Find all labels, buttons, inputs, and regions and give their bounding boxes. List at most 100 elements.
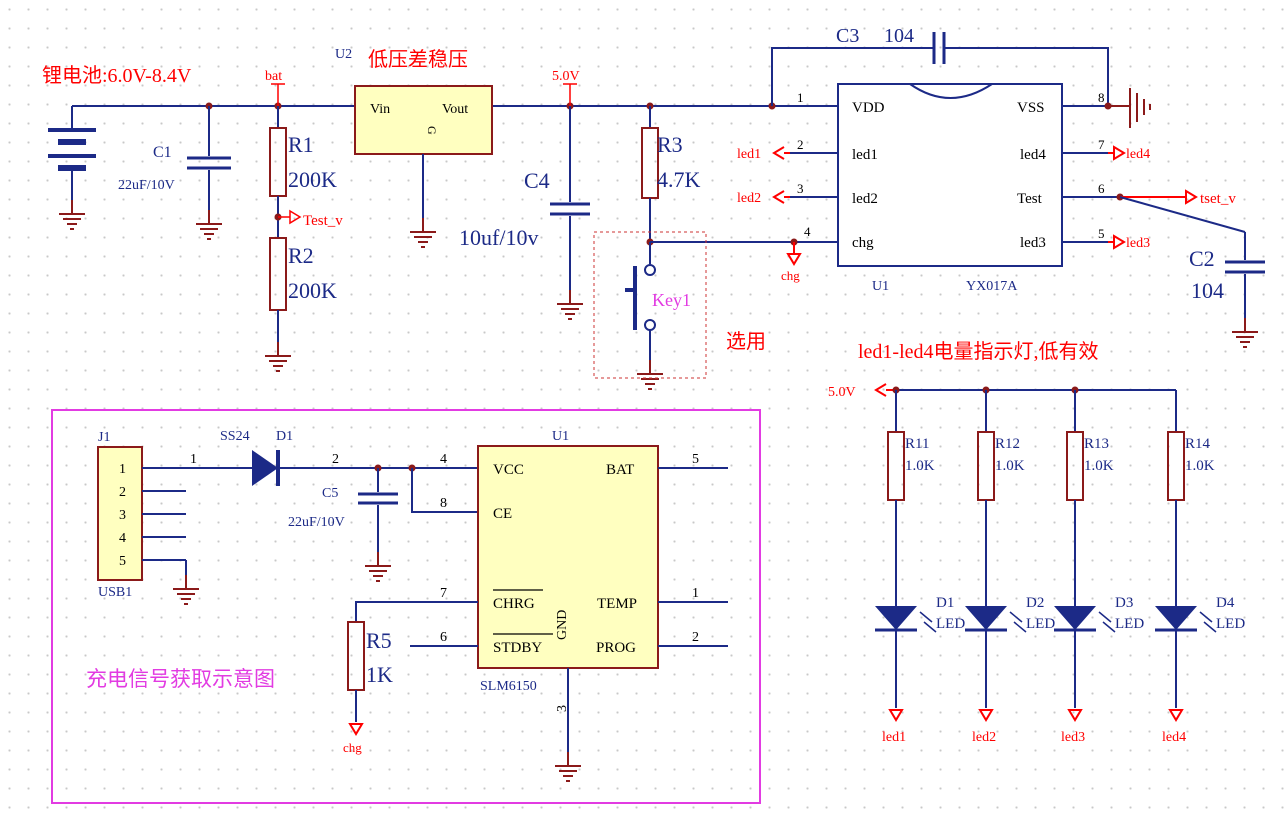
wire-2-label: 2 bbox=[332, 452, 339, 467]
pin-vss: VSS bbox=[1017, 100, 1045, 116]
pin-led1: led1 bbox=[852, 147, 878, 163]
chrg-pin-num: 7 bbox=[440, 586, 447, 601]
led-indicator-section: led1-led4电量指示灯,低有效 5.0V R11 1.0K D1 LED … bbox=[828, 340, 1245, 745]
charger-d1-ref: D1 bbox=[276, 429, 293, 444]
stdby-pin-num: 6 bbox=[440, 630, 447, 645]
ce-pin: CE bbox=[493, 506, 512, 522]
r3-value: 4.7K bbox=[657, 167, 701, 192]
net-led1-left: led1 bbox=[737, 147, 761, 162]
vcc-pin-num: 4 bbox=[440, 452, 447, 467]
r13-value: 1.0K bbox=[1084, 458, 1114, 474]
bat-net-label: bat bbox=[265, 69, 282, 84]
r14-value: 1.0K bbox=[1185, 458, 1215, 474]
pin-led4: led4 bbox=[1020, 147, 1046, 163]
j1-ref: J1 bbox=[98, 430, 110, 445]
r2-ref: R2 bbox=[288, 243, 314, 268]
bat-pin-num: 5 bbox=[692, 452, 699, 467]
led-branch-4: R14 1.0K D4 LED led4 bbox=[1155, 390, 1245, 745]
wire-1-label: 1 bbox=[190, 452, 197, 467]
r11-value: 1.0K bbox=[905, 458, 935, 474]
voltage-divider: bat Test_v R1 200K R2 200K bbox=[264, 69, 343, 372]
net-chg-bottom: chg bbox=[343, 740, 362, 755]
slm-ref: U1 bbox=[552, 429, 569, 444]
r11-ref: R11 bbox=[905, 436, 929, 452]
prog-pin: PROG bbox=[596, 640, 636, 656]
r5-value: 1K bbox=[366, 662, 393, 687]
net-chg-top: chg bbox=[781, 268, 800, 283]
j1-pin-5: 5 bbox=[119, 554, 126, 569]
pin-chg: chg bbox=[852, 235, 874, 251]
r1-value: 200K bbox=[288, 167, 337, 192]
chrg-pin: CHRG bbox=[493, 596, 535, 612]
pin-2-num: 2 bbox=[797, 137, 804, 152]
led-branch-3: R13 1.0K D3 LED led3 bbox=[1054, 390, 1144, 745]
pin-3-num: 3 bbox=[797, 181, 804, 196]
resistor-r5: chg R5 1K bbox=[343, 601, 404, 755]
u2-ref: U2 bbox=[335, 47, 352, 62]
pin-7-num: 7 bbox=[1098, 137, 1105, 152]
usb-connector-j1: J1 USB1 1 2 3 4 5 1 bbox=[97, 430, 240, 605]
pin-6-num: 6 bbox=[1098, 181, 1105, 196]
battery-label: 锂电池:6.0V-8.4V bbox=[42, 64, 192, 87]
net-led3-right: led3 bbox=[1126, 236, 1150, 251]
u2-vin: Vin bbox=[370, 102, 390, 117]
charger-caption: 充电信号获取示意图 bbox=[86, 667, 275, 691]
d1-net: led1 bbox=[882, 730, 906, 745]
pin-vdd: VDD bbox=[852, 100, 885, 116]
led-branch-1: R11 1.0K D1 LED led1 bbox=[875, 390, 965, 745]
u2-title: 低压差稳压 bbox=[368, 48, 468, 71]
c5-ref: C5 bbox=[322, 486, 338, 501]
r14-ref: R14 bbox=[1185, 436, 1211, 452]
ic-yx017a: U1 YX017A 1 VDD 2 led1 3 led2 4 chg led1… bbox=[737, 83, 1265, 348]
ic-slm6150: U1 SLM6150 4 VCC 8 CE 7 CHRG 6 STDBY GND… bbox=[404, 429, 728, 782]
capacitor-c2: C2 104 bbox=[1119, 196, 1265, 348]
r3-ref: R3 bbox=[657, 132, 683, 157]
c2-ref: C2 bbox=[1189, 246, 1215, 271]
c1-ref: C1 bbox=[153, 144, 172, 161]
d4-type: LED bbox=[1216, 616, 1245, 632]
u2-vout: Vout bbox=[442, 102, 468, 117]
r13-ref: R13 bbox=[1084, 436, 1109, 452]
c3-value: 104 bbox=[884, 25, 914, 47]
r2-value: 200K bbox=[288, 278, 337, 303]
u1-ref: U1 bbox=[872, 279, 889, 294]
test-v-net: Test_v bbox=[303, 213, 343, 229]
d3-net: led3 bbox=[1061, 730, 1085, 745]
c2-value: 104 bbox=[1191, 278, 1224, 303]
c4-value: 10uf/10v bbox=[459, 225, 538, 250]
r5-ref: R5 bbox=[366, 628, 392, 653]
j1-pin-4: 4 bbox=[119, 531, 126, 546]
led-supply-label: 5.0V bbox=[828, 385, 856, 400]
r12-ref: R12 bbox=[995, 436, 1020, 452]
bat-pin: BAT bbox=[606, 462, 634, 478]
net-led2-left: led2 bbox=[737, 191, 761, 206]
d1-ref: D1 bbox=[936, 595, 954, 611]
slm-part: SLM6150 bbox=[480, 679, 537, 694]
j1-pin-1: 1 bbox=[119, 462, 126, 477]
diode-d1: SS24 D1 2 bbox=[220, 429, 478, 486]
charger-section: J1 USB1 1 2 3 4 5 1 SS24 D1 2 bbox=[51, 409, 761, 804]
d4-ref: D4 bbox=[1216, 595, 1235, 611]
u1-part: YX017A bbox=[966, 279, 1018, 294]
d1-part: SS24 bbox=[220, 429, 250, 444]
led-section-title: led1-led4电量指示灯,低有效 bbox=[858, 340, 1099, 363]
capacitor-c1: C1 22uF/10V bbox=[118, 102, 231, 240]
vcc-pin: VCC bbox=[493, 462, 524, 478]
net-led4-right: led4 bbox=[1126, 147, 1150, 162]
d2-ref: D2 bbox=[1026, 595, 1044, 611]
c4-ref: C4 bbox=[524, 168, 550, 193]
resistor-r3-and-key: R3 4.7K Key1 选用 bbox=[593, 102, 838, 390]
d2-type: LED bbox=[1026, 616, 1055, 632]
optional-label: 选用 bbox=[726, 330, 766, 353]
net-tset-v: tset_v bbox=[1200, 191, 1236, 207]
capacitor-c4: 5.0V C4 10uf/10v bbox=[459, 69, 590, 320]
battery-symbol bbox=[48, 106, 96, 230]
c5-value: 22uF/10V bbox=[288, 515, 345, 530]
c1-value: 22uF/10V bbox=[118, 178, 175, 193]
key1-label: Key1 bbox=[652, 290, 691, 310]
d2-net: led2 bbox=[972, 730, 996, 745]
j1-pin-2: 2 bbox=[119, 485, 126, 500]
regulator-u2: U2 低压差稳压 Vin Vout G bbox=[335, 47, 493, 248]
d4-net: led4 bbox=[1162, 730, 1186, 745]
